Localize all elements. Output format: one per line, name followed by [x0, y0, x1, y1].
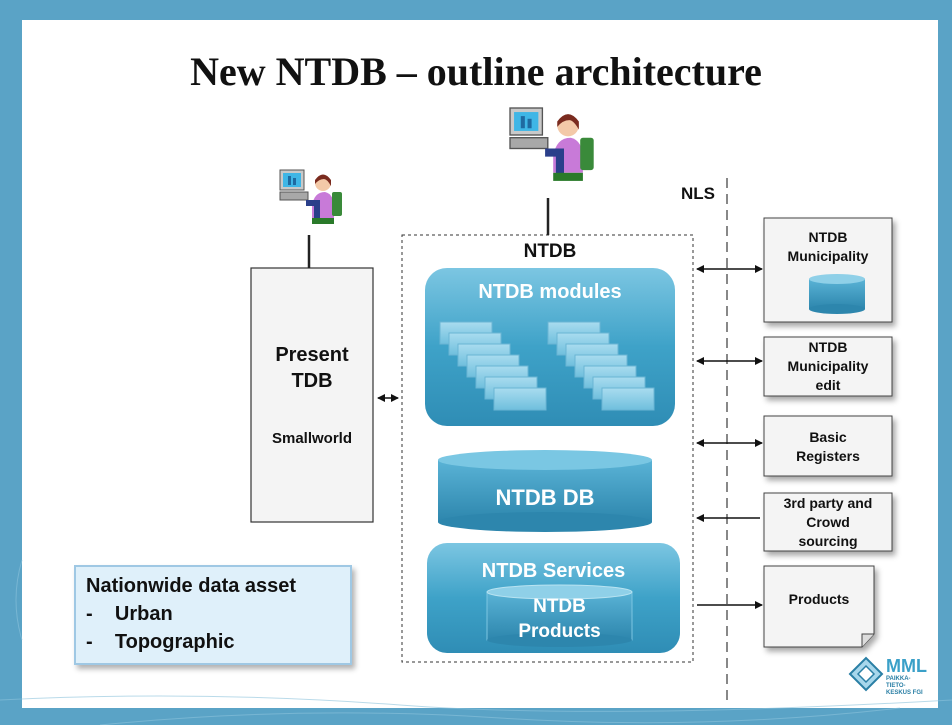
mml-logo-sub3: KESKUS FGI [886, 690, 923, 696]
side-box-municipality-edit [763, 336, 893, 397]
municipality-line: Municipality [787, 248, 869, 264]
asset-item-urban: - Urban [86, 603, 173, 625]
ntdb-products-cylinder [486, 584, 633, 647]
ntdb-modules-title: NTDB modules [478, 281, 622, 303]
ntdb-products-line2: Products [518, 621, 601, 642]
municipality-text: NTDB Municipality [764, 228, 892, 266]
municipality-edit-line: edit [815, 377, 841, 393]
basic-registers-text: Basic Registers [764, 428, 892, 466]
third-party-line: Crowd [806, 514, 850, 530]
ntdb-products-label: NTDB Products [487, 594, 632, 644]
third-party-line: sourcing [798, 533, 858, 549]
municipality-edit-line: Municipality [787, 358, 869, 374]
mml-logo-sub: PAIKKA- TIETO- KESKUS FGI [886, 676, 923, 697]
present-tdb-sub: Smallworld [271, 430, 353, 447]
third-party-line: 3rd party and [783, 495, 873, 511]
side-box-3rd-party [763, 492, 893, 552]
asset-box-title: Nationwide data asset [86, 575, 297, 597]
nationwide-asset-box: Nationwide data asset - Urban - Topograp… [74, 565, 352, 665]
municipality-edit-line: NTDB [808, 339, 848, 355]
ntdb-services-title: NTDB Services [481, 560, 626, 582]
present-tdb-box [250, 267, 374, 523]
nls-label: NLS [681, 184, 715, 203]
ntdb-products-line1: NTDB [533, 596, 586, 617]
products-box-label: Products [788, 591, 850, 607]
mml-logo-name: MML [886, 656, 927, 676]
user-at-computer-icon [279, 169, 342, 224]
basic-registers-line: Basic [809, 429, 847, 445]
basic-registers-line: Registers [796, 448, 860, 464]
present-tdb-line1: Present [275, 344, 349, 366]
module-sheets-right [547, 321, 655, 411]
ntdb-db-label: NTDB DB [495, 485, 595, 510]
mml-logo-sub2: TIETO- [886, 683, 906, 689]
ntdb-label: NTDB [523, 241, 577, 262]
municipality-edit-text: NTDB Municipality edit [764, 338, 892, 395]
products-page-fold [861, 633, 874, 647]
asset-item-topographic: - Topographic [86, 631, 235, 653]
side-box-basic-registers [763, 415, 893, 477]
user-at-computer-icon [509, 107, 594, 181]
present-tdb-title: Present TDB [251, 342, 373, 394]
ntdb-db-cylinder [438, 450, 652, 532]
module-sheets-left [439, 321, 547, 411]
third-party-text: 3rd party and Crowd sourcing [764, 494, 892, 551]
municipality-line: NTDB [808, 229, 848, 245]
mml-logo-sub1: PAIKKA- [886, 676, 911, 682]
present-tdb-line2: TDB [291, 370, 333, 392]
mml-logo-icon [848, 656, 884, 692]
background-pattern [0, 559, 952, 725]
municipality-db-cylinder [809, 274, 865, 314]
slide-title: New NTDB – outline architecture [190, 49, 762, 94]
